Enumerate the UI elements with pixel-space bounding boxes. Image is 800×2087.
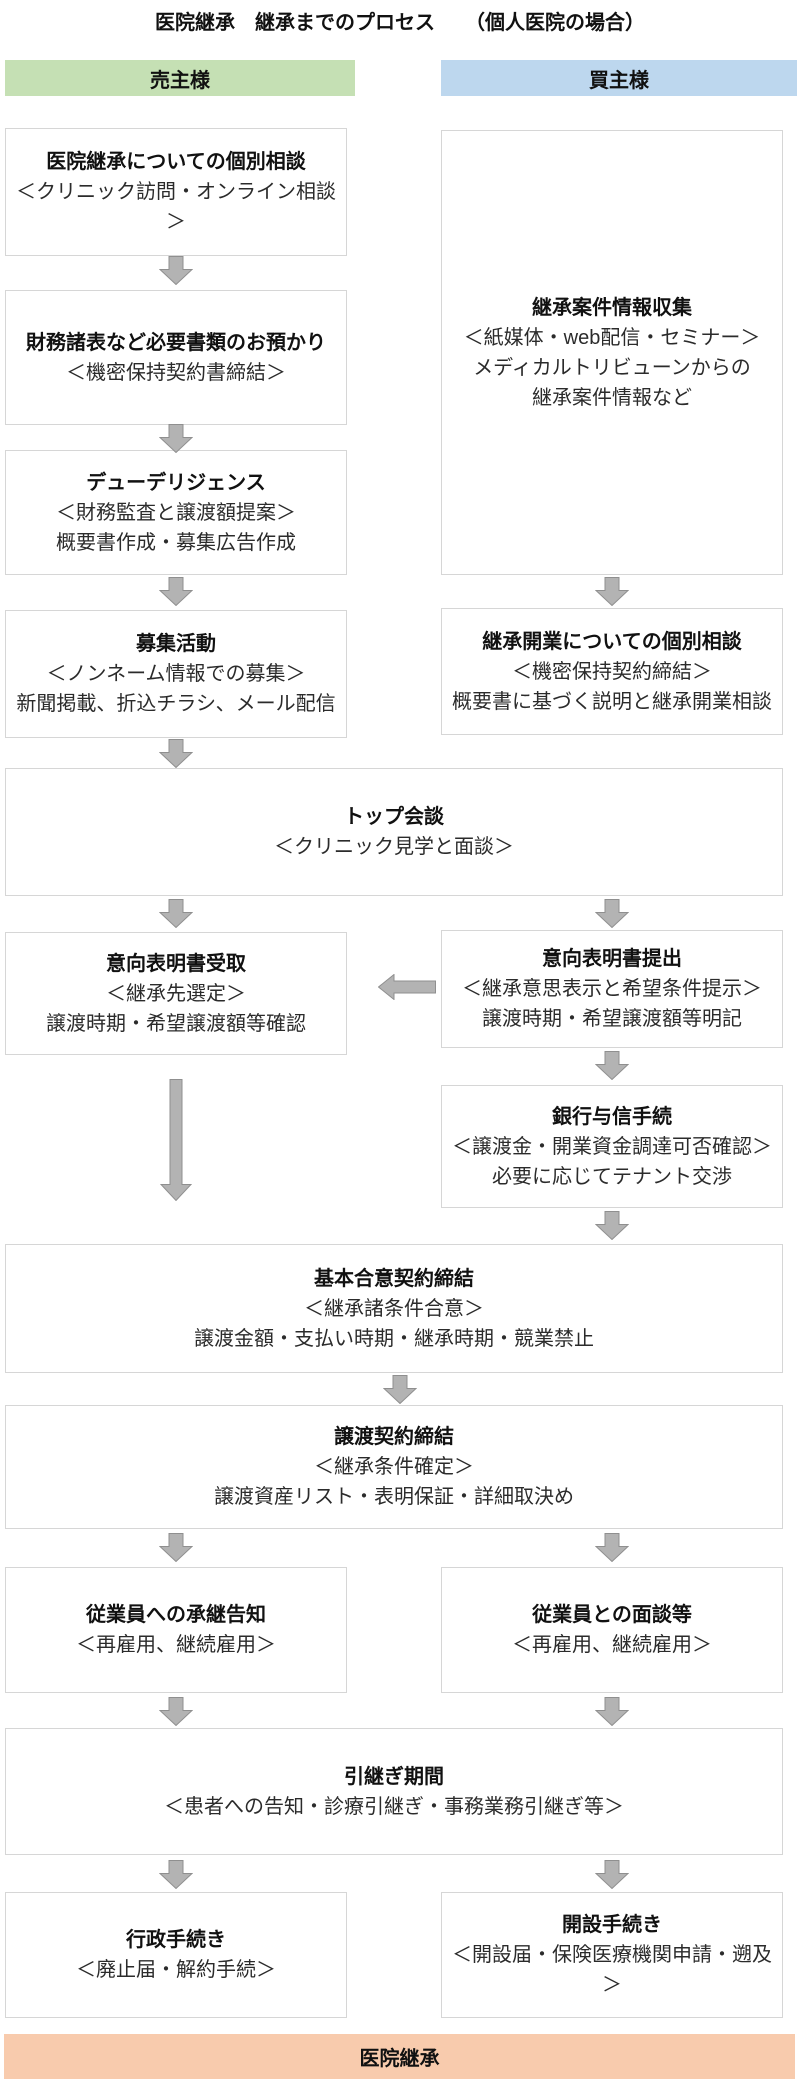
- box-title: 意向表明書受取: [106, 952, 246, 975]
- box-body: ＜患者への告知・診療引継ぎ・事務業務引継ぎ等＞: [164, 1795, 624, 1818]
- box-title: 引継ぎ期間: [344, 1765, 444, 1788]
- box-recruitment-activity: 募集活動 ＜ノンネーム情報での募集＞ 新聞掲載、折込チラシ、メール配信: [5, 610, 347, 738]
- box-bank-credit-procedure: 銀行与信手続 ＜譲渡金・開業資金調達可否確認＞ 必要に応じてテナント交渉: [441, 1085, 783, 1208]
- down-arrow-icon: [595, 899, 629, 928]
- box-title: 継承案件情報収集: [532, 296, 692, 319]
- box-title: 継承開業についての個別相談: [482, 630, 742, 653]
- down-arrow-icon: [159, 1860, 193, 1889]
- box-handover-period: 引継ぎ期間 ＜患者への告知・診療引継ぎ・事務業務引継ぎ等＞: [5, 1728, 783, 1855]
- box-body: ＜継承条件確定＞ 譲渡資産リスト・表明保証・詳細取決め: [214, 1456, 574, 1508]
- down-arrow-icon: [159, 577, 193, 606]
- box-body: ＜再雇用、継続雇用＞: [76, 1634, 276, 1656]
- box-body: ＜紙媒体・web配信・セミナー＞ メディカルトリビューンからの 継承案件情報など: [463, 326, 761, 409]
- down-arrow-icon: [159, 424, 193, 453]
- box-body: ＜機密保持契約書締結＞: [66, 361, 286, 384]
- succession-complete-bar: 医院継承: [4, 2034, 795, 2079]
- long-down-arrow-icon: [160, 1079, 192, 1201]
- down-arrow-icon: [595, 1860, 629, 1889]
- box-loi-receipt: 意向表明書受取 ＜継承先選定＞ 譲渡時期・希望譲渡額等確認: [5, 932, 347, 1055]
- box-administrative-procedure: 行政手続き ＜廃止届・解約手続＞: [5, 1892, 347, 2018]
- box-title: 開設手続き: [562, 1914, 662, 1936]
- box-case-info-gathering: 継承案件情報収集 ＜紙媒体・web配信・セミナー＞ メディカルトリビューンからの…: [441, 130, 783, 575]
- box-body: ＜再雇用、継続雇用＞: [512, 1634, 712, 1656]
- buyer-column-header: 買主様: [441, 60, 797, 96]
- box-seller-consultation: 医院継承についての個別相談 ＜クリニック訪問・オンライン相談 ＞: [5, 128, 347, 256]
- down-arrow-icon: [595, 1533, 629, 1562]
- down-arrow-icon: [159, 899, 193, 928]
- box-title: デューデリジェンス: [86, 471, 266, 494]
- box-title: 財務諸表など必要書類のお預かり: [26, 331, 326, 354]
- down-arrow-icon: [595, 1697, 629, 1726]
- box-body: ＜廃止届・解約手続＞: [76, 1959, 276, 1981]
- box-body: ＜継承諸条件合意＞ 譲渡金額・支払い時期・継承時期・競業禁止: [194, 1297, 594, 1350]
- box-documents-deposit: 財務諸表など必要書類のお預かり ＜機密保持契約書締結＞: [5, 290, 347, 425]
- down-arrow-icon: [595, 1211, 629, 1240]
- left-arrow-icon: [378, 974, 436, 1000]
- box-title: 意向表明書提出: [542, 948, 682, 970]
- box-title: 募集活動: [136, 633, 216, 655]
- box-title: 行政手続き: [126, 1929, 226, 1951]
- seller-column-header: 売主様: [5, 60, 355, 96]
- box-staff-notification: 従業員への承継告知 ＜再雇用、継続雇用＞: [5, 1567, 347, 1693]
- box-body: ＜継承先選定＞ 譲渡時期・希望譲渡額等確認: [46, 982, 306, 1035]
- box-title: 医院継承についての個別相談: [46, 151, 306, 173]
- box-loi-submission: 意向表明書提出 ＜継承意思表示と希望条件提示＞ 譲渡時期・希望譲渡額等明記: [441, 930, 783, 1048]
- down-arrow-icon: [595, 1051, 629, 1080]
- down-arrow-icon: [159, 739, 193, 768]
- box-body: ＜譲渡金・開業資金調達可否確認＞ 必要に応じてテナント交渉: [452, 1135, 772, 1188]
- page-title: 医院継承 継承までのプロセス （個人医院の場合）: [155, 12, 645, 34]
- down-arrow-icon: [383, 1375, 417, 1404]
- box-title: 基本合意契約締結: [314, 1267, 474, 1290]
- box-basic-agreement: 基本合意契約締結 ＜継承諸条件合意＞ 譲渡金額・支払い時期・継承時期・競業禁止: [5, 1244, 783, 1373]
- down-arrow-icon: [159, 1697, 193, 1726]
- box-transfer-contract: 譲渡契約締結 ＜継承条件確定＞ 譲渡資産リスト・表明保証・詳細取決め: [5, 1405, 783, 1529]
- box-opening-procedure: 開設手続き ＜開設届・保険医療機関申請・遡及 ＞: [441, 1892, 783, 2018]
- box-title: 銀行与信手続: [552, 1105, 672, 1128]
- box-body: ＜継承意思表示と希望条件提示＞ 譲渡時期・希望譲渡額等明記: [462, 978, 762, 1030]
- box-body: ＜財務監査と譲渡額提案＞ 概要書作成・募集広告作成: [56, 501, 296, 554]
- box-body: ＜クリニック見学と面談＞: [274, 836, 514, 858]
- box-due-diligence: デューデリジェンス ＜財務監査と譲渡額提案＞ 概要書作成・募集広告作成: [5, 450, 347, 575]
- box-body: ＜ノンネーム情報での募集＞ 新聞掲載、折込チラシ、メール配信: [16, 663, 336, 715]
- box-title: 従業員への承継告知: [86, 1604, 266, 1626]
- box-title: 従業員との面談等: [532, 1604, 692, 1626]
- box-body: ＜開設届・保険医療機関申請・遡及 ＞: [452, 1944, 772, 1996]
- box-title: トップ会談: [344, 806, 444, 828]
- down-arrow-icon: [159, 256, 193, 285]
- box-body: ＜クリニック訪問・オンライン相談 ＞: [16, 181, 336, 233]
- box-staff-interview: 従業員との面談等 ＜再雇用、継続雇用＞: [441, 1567, 783, 1693]
- down-arrow-icon: [159, 1533, 193, 1562]
- box-buyer-consultation: 継承開業についての個別相談 ＜機密保持契約締結＞ 概要書に基づく説明と継承開業相…: [441, 608, 783, 735]
- box-title: 譲渡契約締結: [334, 1426, 454, 1448]
- box-body: ＜機密保持契約締結＞ 概要書に基づく説明と継承開業相談: [452, 660, 772, 713]
- down-arrow-icon: [595, 577, 629, 606]
- box-top-meeting: トップ会談 ＜クリニック見学と面談＞: [5, 768, 783, 896]
